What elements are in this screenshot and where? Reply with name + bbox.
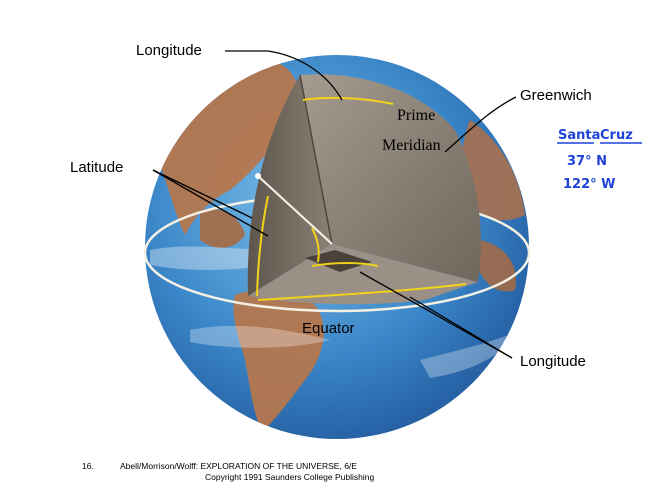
- radius-line: [257, 175, 333, 245]
- handwritten-note: Santa Cruz 37° N 122° W: [557, 128, 642, 192]
- caption-copyright: Copyright 1991 Saunders College Publishi…: [205, 472, 375, 482]
- longitude-top-label: Longitude: [136, 42, 202, 59]
- prime-meridian-label-line2: Meridian: [382, 137, 441, 154]
- figure-number: 16.: [82, 461, 94, 471]
- longitude-bottom-label: Longitude: [520, 353, 586, 370]
- handwritten-city-word2: Cruz: [600, 128, 633, 143]
- surface-point: [255, 173, 261, 179]
- latitude-label: Latitude: [70, 159, 123, 176]
- handwritten-longitude: 122° W: [563, 177, 616, 192]
- handwritten-latitude: 37° N: [567, 154, 607, 169]
- greenwich-label: Greenwich: [520, 87, 592, 104]
- equator-label: Equator: [302, 320, 355, 337]
- angle-arcs: [256, 96, 467, 301]
- leader-lines: [152, 50, 517, 359]
- caption-source: Abell/Morrison/Wolff: EXPLORATION OF THE…: [120, 461, 357, 471]
- prime-meridian-label-line1: Prime: [397, 107, 435, 124]
- handwritten-city-word1: Santa: [558, 128, 600, 143]
